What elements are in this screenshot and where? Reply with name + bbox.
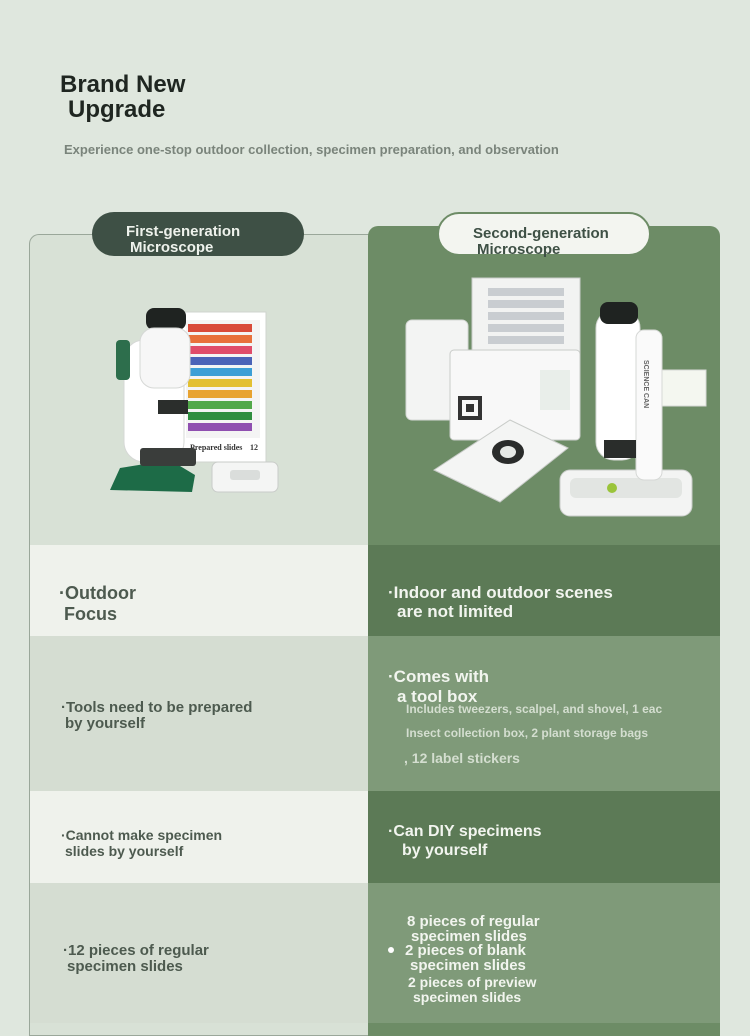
microscope <box>110 308 196 492</box>
second-tools-heading: ·Comes with a tool box <box>388 667 489 707</box>
first-included-line2: specimen slides <box>67 958 183 975</box>
first-generation-label: First-generation Microscope <box>92 212 304 256</box>
second-tools-line1: ·Comes with <box>388 667 490 686</box>
first-slides-line1: ·Cannot make specimen <box>61 827 223 843</box>
second-slides-line2: by yourself <box>402 842 488 859</box>
second-included-item2-line2: specimen slides <box>410 957 526 974</box>
second-included-item2: 2 pieces of blank specimen slides <box>405 943 526 973</box>
second-scene-line1: ·Indoor and outdoor scenes <box>388 583 613 602</box>
second-tools-line2: a tool box <box>397 687 478 706</box>
second-tools-detail1: Includes tweezers, scalpel, and shovel, … <box>406 702 663 716</box>
first-slides-text: ·Cannot make specimen slides by yourself <box>61 827 222 859</box>
first-generation-label-line2: Microscope <box>130 239 214 256</box>
first-generation-product-photo: Prepared slides 12 <box>110 308 279 493</box>
second-row-slides: ·Can DIY specimens by yourself <box>368 791 720 883</box>
first-row-tools: ·Tools need to be prepared by yourself <box>30 636 368 791</box>
first-row-scene: ·Outdoor Focus <box>30 545 368 636</box>
first-tools-line1: ·Tools need to be prepared <box>61 699 253 716</box>
first-row-included-slides: ·12 pieces of regular specimen slides <box>30 883 368 1023</box>
second-tools-detail3: , 12 label stickers <box>404 750 520 766</box>
second-generation-label: Second-generation Microscope <box>437 212 651 258</box>
second-row-tools: ·Comes with a tool box Includes tweezers… <box>368 636 720 791</box>
device-label: SCIENCE CAN <box>642 360 649 408</box>
second-slides-text: ·Can DIY specimens by yourself <box>388 822 542 860</box>
first-included-line1: ·12 pieces of regular <box>63 942 209 959</box>
slide-holder <box>211 461 279 493</box>
first-tools-line2: by yourself <box>65 715 146 732</box>
slide-box: Prepared slides 12 <box>179 311 267 463</box>
second-included-item3-line2: specimen slides <box>413 989 522 1005</box>
second-scene-line2: are not limited <box>397 602 514 621</box>
first-slides-line2: slides by yourself <box>65 843 184 859</box>
first-tools-text: ·Tools need to be prepared by yourself <box>61 700 252 732</box>
second-row-included-slides: 8 pieces of regular specimen slides 2 pi… <box>368 883 720 1023</box>
second-generation-label-line1: Second-generation <box>473 225 609 242</box>
second-included-item3: 2 pieces of preview specimen slides <box>408 975 536 1005</box>
page-title: Brand New Upgrade <box>60 72 185 122</box>
second-generation-label-line2: Microscope <box>477 241 561 258</box>
second-tools-detail2: Insect collection box, 2 plant storage b… <box>406 726 649 740</box>
slide-box-label: Prepared slides <box>190 443 242 452</box>
insect-box <box>432 419 569 503</box>
second-row-scene: ·Indoor and outdoor scenes are not limit… <box>368 545 720 636</box>
page-title-line2: Upgrade <box>68 96 166 123</box>
first-included-text: ·12 pieces of regular specimen slides <box>63 943 209 975</box>
first-row-slides: ·Cannot make specimen slides by yourself <box>30 791 368 883</box>
bullet-dot <box>388 947 394 953</box>
slide-box-count: 12 <box>250 443 258 452</box>
page-title-line1: Brand New <box>60 71 186 98</box>
first-scene-text: ·Outdoor Focus <box>59 583 136 625</box>
second-slides-line1: ·Can DIY specimens <box>388 823 542 840</box>
page-subtitle: Experience one-stop outdoor collection, … <box>64 142 559 157</box>
second-included-item1: 8 pieces of regular specimen slides <box>407 914 540 944</box>
first-generation-label-line1: First-generation <box>126 223 241 240</box>
second-included-item1-line1: 8 pieces of regular <box>407 913 540 930</box>
first-scene-line2: Focus <box>64 604 118 624</box>
second-included-item1-line2: specimen slides <box>411 928 527 945</box>
microscope: SCIENCE CAN <box>559 302 707 517</box>
first-scene-line1: ·Outdoor <box>59 583 136 603</box>
second-scene-text: ·Indoor and outdoor scenes are not limit… <box>388 583 613 621</box>
second-generation-product-photo: SCIENCE CAN <box>405 277 707 517</box>
slide-case <box>471 277 581 361</box>
second-included-item3-line1: 2 pieces of preview <box>408 974 537 990</box>
second-included-item2-line1: 2 pieces of blank <box>405 942 526 959</box>
